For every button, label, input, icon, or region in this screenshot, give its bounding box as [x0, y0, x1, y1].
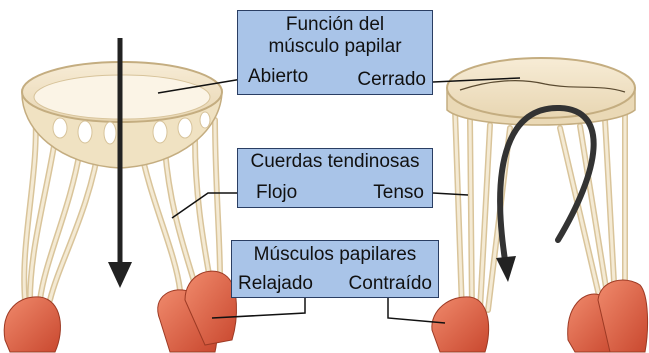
label-relaxed: Relajado: [238, 273, 313, 294]
box-title: Músculos papilares: [232, 244, 438, 265]
label-tense: Tenso: [373, 182, 424, 203]
label-open: Abierto: [248, 66, 308, 87]
arrow-head-curved: [496, 256, 516, 282]
papillary-muscle-left-a: [4, 297, 60, 352]
label-closed: Cerrado: [357, 69, 426, 90]
papillary-muscles-box: Músculos papilares Relajado Contraído: [231, 240, 439, 298]
leader-tenso: [433, 193, 468, 195]
box-title-line1: Función del: [238, 14, 432, 35]
box-title: Cuerdas tendinosas: [238, 151, 432, 172]
label-slack: Flojo: [256, 182, 297, 203]
box-title-line2: músculo papilar: [238, 36, 432, 57]
chordae-box: Cuerdas tendinosas Flojo Tenso: [237, 148, 433, 208]
papillary-muscle-right-a: [432, 297, 489, 352]
closed-valve: [432, 58, 648, 352]
papillary-function-box: Función del músculo papilar Abierto Cerr…: [237, 10, 433, 95]
arrow-head-down: [108, 262, 132, 288]
label-contracted: Contraído: [349, 273, 432, 294]
